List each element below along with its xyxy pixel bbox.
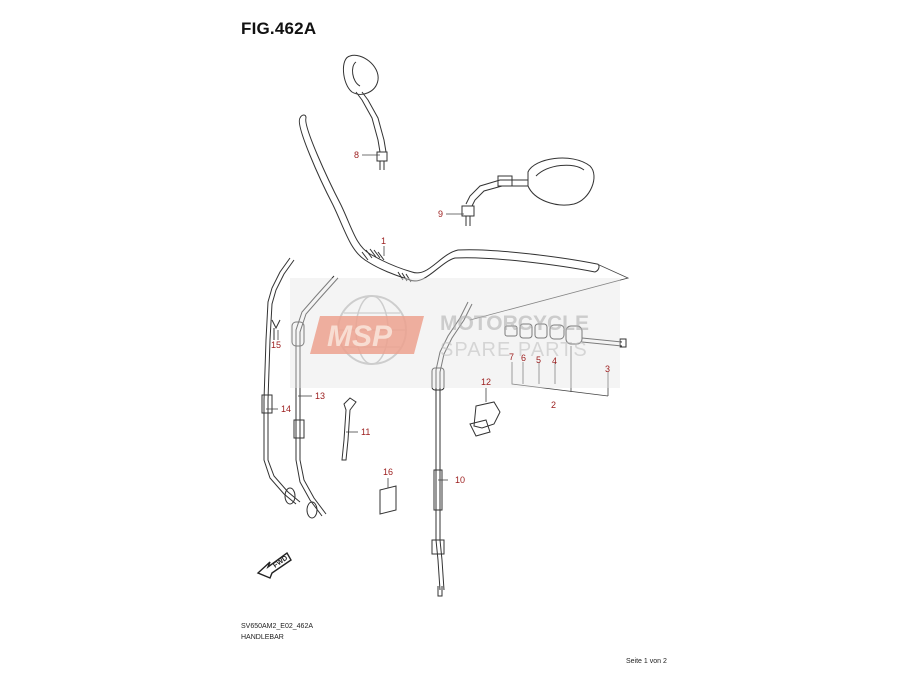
handlebar	[298, 114, 630, 321]
forward-direction-arrow: FWD	[256, 551, 292, 579]
caution-label	[379, 485, 397, 515]
watermark-logo-plate	[310, 316, 424, 354]
callout-7: 7	[509, 352, 514, 362]
callout-3: 3	[605, 364, 610, 374]
mirror-left	[343, 54, 388, 170]
cable-clamp	[341, 397, 357, 461]
clutch-cable	[431, 301, 473, 597]
watermark: MSP MOTORCYCLE SPARE PARTS	[290, 278, 620, 388]
callout-11: 11	[361, 427, 370, 437]
section-name: HANDLEBAR	[241, 634, 284, 641]
callout-leaders	[266, 154, 487, 488]
callout-8: 8	[354, 150, 359, 160]
watermark-line1: MOTORCYCLE	[440, 312, 589, 335]
callout-2: 2	[551, 400, 556, 410]
callout-10: 10	[455, 475, 465, 485]
callout-6: 6	[521, 353, 526, 363]
callout-5: 5	[536, 355, 541, 365]
mirror-right	[461, 157, 595, 226]
callout-15: 15	[271, 340, 281, 350]
callout-12: 12	[481, 377, 491, 387]
callout-1: 1	[381, 236, 386, 246]
callout-13: 13	[315, 391, 325, 401]
bar-end-weight-assembly	[504, 323, 627, 397]
callout-numbers: 1 2 3 4 5 6 7 8 9 10 11 12 13 14 15 16	[271, 150, 610, 485]
callout-16: 16	[383, 467, 393, 477]
page-indicator: Seite 1 von 2	[626, 658, 667, 665]
callout-14: 14	[281, 404, 291, 414]
figure-title: FIG.462A	[241, 19, 317, 38]
watermark-line2: SPARE PARTS	[440, 339, 588, 361]
model-code: SV650AM2_E02_462A	[241, 623, 313, 630]
callout-9: 9	[438, 209, 443, 219]
throttle-cables	[261, 257, 339, 519]
handlebar-holder	[469, 401, 501, 437]
callout-4: 4	[552, 356, 557, 366]
watermark-logo-text: MSP	[327, 320, 393, 353]
